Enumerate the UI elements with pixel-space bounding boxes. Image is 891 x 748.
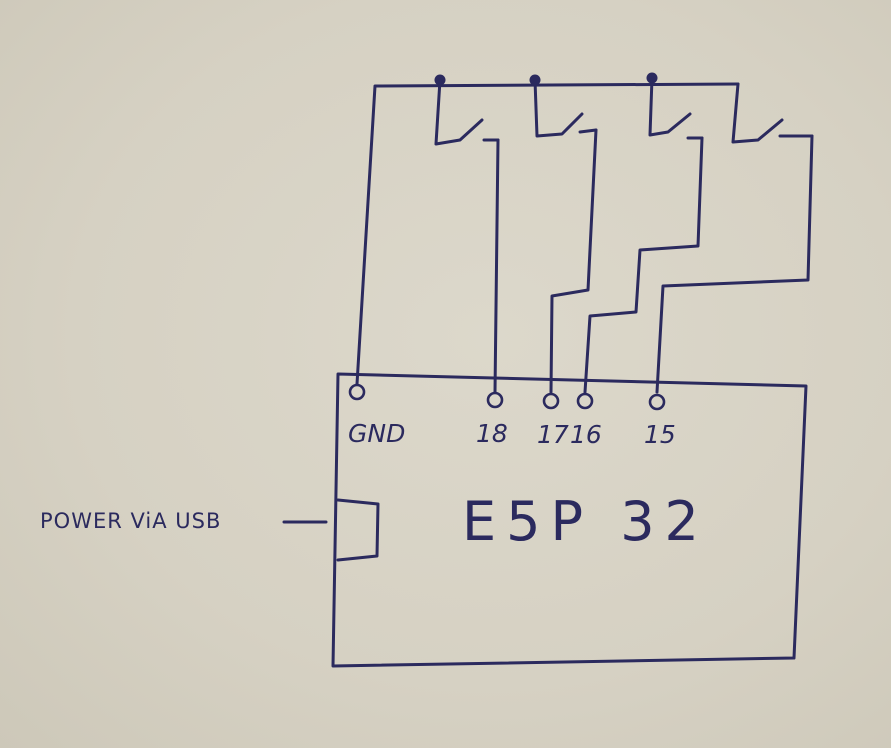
pin-17-pad xyxy=(542,392,560,410)
wire-switch2-to-pin-17 xyxy=(549,128,598,394)
wire-switch1-to-pin-18 xyxy=(493,138,500,394)
pin-label-15: 15 xyxy=(644,420,676,449)
pin-label-16: 16 xyxy=(570,420,602,449)
wire-switch3-to-pin-16 xyxy=(583,136,704,394)
pin-label-18: 18 xyxy=(476,419,508,448)
switch-2 xyxy=(533,78,598,138)
power-label: POWER ViA USB xyxy=(40,509,221,533)
pin-label-gnd: GND xyxy=(348,419,405,448)
pin-16-pad xyxy=(576,392,594,410)
ground-bus-wire xyxy=(355,82,740,386)
wire-switch4-to-pin-15 xyxy=(655,134,814,394)
switch-4 xyxy=(731,82,814,144)
pin-gnd-pad xyxy=(348,383,366,401)
switch-3 xyxy=(648,76,704,140)
pin-15-pad xyxy=(648,393,666,411)
esp32-board-outline xyxy=(331,372,808,668)
usb-port xyxy=(336,498,380,562)
switch-1 xyxy=(434,78,500,146)
board-label: E5P 32 xyxy=(462,490,709,553)
pin-18-pad xyxy=(486,391,504,409)
pin-label-17: 17 xyxy=(537,420,569,449)
